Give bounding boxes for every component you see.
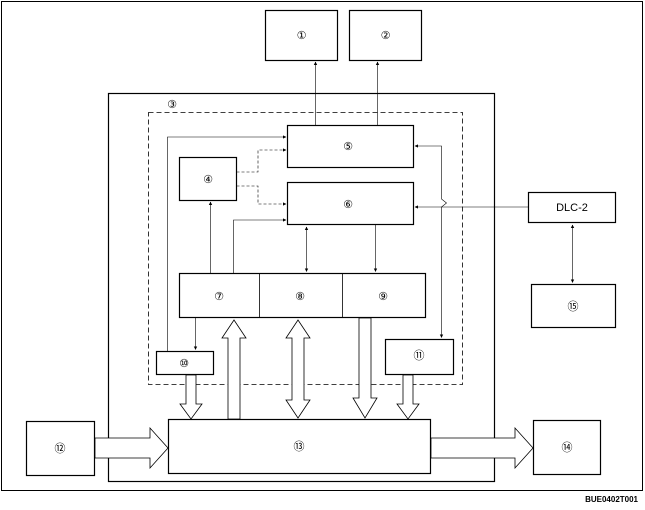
module-outer-box <box>107 92 496 483</box>
label-6: ⑥ <box>343 198 353 211</box>
label-1: ① <box>297 29 307 42</box>
label-11: ⑪ <box>414 349 425 362</box>
box-14 <box>532 419 602 476</box>
label-15: ⑮ <box>568 300 579 313</box>
label-13: ⑬ <box>294 440 305 453</box>
box-4 <box>178 156 238 202</box>
hollow-arrow-11-to-13 <box>396 374 420 420</box>
label-dlc2: DLC-2 <box>556 202 588 214</box>
hollow-arrow-10-to-13 <box>179 374 203 420</box>
page-frame <box>1 1 643 491</box>
hollow-arrow-12-to-13 <box>94 426 169 470</box>
line-10-to-5 <box>167 135 287 352</box>
dashed-boundary-3 <box>148 112 463 385</box>
label-7: ⑦ <box>214 290 224 303</box>
hollow-arrow-13-to-14 <box>430 426 534 470</box>
box-6 <box>286 181 415 226</box>
hollow-arrow-13-to-7 <box>221 319 247 420</box>
box-11 <box>384 338 455 376</box>
dashed-4-to-5 <box>236 148 287 173</box>
box-1 <box>264 9 339 62</box>
box-5 <box>286 124 415 169</box>
hollow-arrow-8-13 <box>285 319 311 419</box>
box-13 <box>167 418 432 475</box>
label-5: ⑤ <box>343 140 353 153</box>
label-10: ⑩ <box>179 357 189 370</box>
label-4: ④ <box>203 173 213 186</box>
label-9: ⑨ <box>378 290 388 303</box>
box-12 <box>25 420 96 477</box>
figure-code: BUE0402T001 <box>585 495 638 504</box>
box-10 <box>155 350 215 376</box>
label-3: ③ <box>167 98 177 111</box>
label-2: ② <box>381 29 391 42</box>
hollow-arrow-9-to-13 <box>352 317 378 419</box>
line-7-to-6 <box>233 218 287 274</box>
line-5-11 <box>414 144 447 338</box>
box-dlc2 <box>527 191 617 224</box>
box-15 <box>530 283 617 329</box>
box-2 <box>348 9 423 62</box>
label-14: ⑭ <box>562 441 573 454</box>
label-8: ⑧ <box>295 290 305 303</box>
label-12: ⑫ <box>55 442 66 455</box>
dashed-4-to-6 <box>236 185 287 206</box>
